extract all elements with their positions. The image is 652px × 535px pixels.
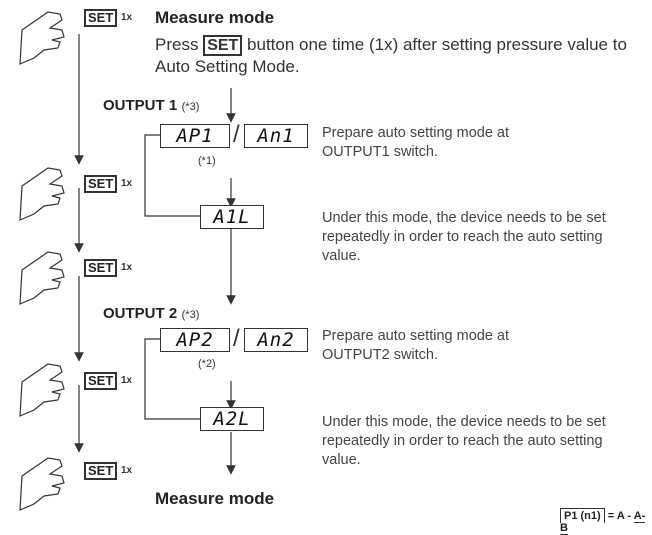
hand-icon	[19, 11, 65, 511]
times-label-5: 1x	[121, 465, 133, 476]
output2-desc-repeat: Under this mode, the device needs to be …	[322, 414, 606, 468]
instruction-text: Press SET button one time (1x) after set…	[155, 34, 645, 78]
output1-lcd-right: An1	[244, 124, 308, 148]
set-button-1[interactable]: SET	[84, 9, 118, 27]
times-label-1: 1x	[121, 12, 133, 23]
formula-left: P1 (n1)	[560, 508, 605, 523]
output1-lcd-lower: A1L	[200, 205, 264, 229]
output2-loop-line	[144, 338, 200, 420]
output2-slash: /	[233, 325, 240, 352]
set-button-3[interactable]: SET	[84, 259, 118, 277]
output1-sub-note: (*1)	[198, 155, 216, 167]
measure-mode-top: Measure mode	[155, 8, 275, 27]
formula-middle: = A -	[607, 510, 632, 522]
times-label-3: 1x	[121, 262, 133, 273]
output2-lcd-left: AP2	[160, 328, 230, 352]
output2-note: (*3)	[181, 309, 200, 321]
set-button-5[interactable]: SET	[84, 462, 118, 480]
output1-loop-line	[144, 134, 200, 217]
times-label-4: 1x	[121, 375, 133, 386]
times-label-2: 1x	[121, 178, 133, 189]
output2-lcd-lower: A2L	[200, 407, 264, 431]
set-button-4[interactable]: SET	[84, 372, 118, 390]
output1-desc-repeat: Under this mode, the device needs to be …	[322, 210, 606, 264]
output1-slash: /	[233, 121, 240, 148]
output1-lcd-left: AP1	[160, 124, 230, 148]
output1-heading: OUTPUT 1 (*3)	[103, 97, 199, 115]
set-button-2[interactable]: SET	[84, 175, 118, 193]
output2-desc-prepare: Prepare auto setting mode at OUTPUT2 swi…	[322, 328, 510, 363]
output2-label: OUTPUT 2	[103, 305, 178, 322]
output1-note: (*3)	[181, 101, 200, 113]
output1-label: OUTPUT 1	[103, 97, 178, 114]
instruction-set-button: SET	[203, 35, 243, 56]
output2-sub-note: (*2)	[198, 358, 216, 370]
instruction-after: button one time (1x) after setting press…	[155, 35, 627, 76]
measure-mode-bottom: Measure mode	[155, 489, 275, 508]
formula-numerator: A-B	[560, 510, 646, 535]
formula-box: P1 (n1) = A - A-B	[560, 508, 652, 535]
instruction-before: Press	[155, 35, 204, 54]
output2-lcd-right: An2	[244, 328, 308, 352]
output2-heading: OUTPUT 2 (*3)	[103, 305, 199, 323]
output1-desc-prepare: Prepare auto setting mode at OUTPUT1 swi…	[322, 125, 510, 160]
